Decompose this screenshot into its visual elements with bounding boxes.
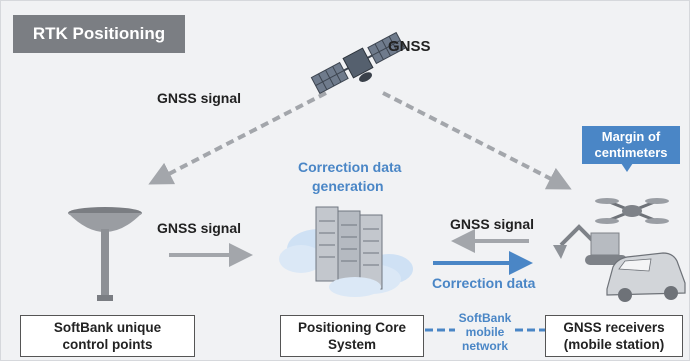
gnss-signal-label-left: GNSS signal (157, 220, 242, 236)
diagram-title: RTK Positioning (13, 15, 185, 53)
margin-callout-line2: centimeters (594, 145, 668, 160)
control-point-antenna-icon (68, 207, 142, 301)
callout-pointer (621, 163, 633, 172)
gnss-signal-arrow-left (148, 91, 327, 185)
correction-data-label: Correction data (432, 275, 536, 291)
car-icon (606, 252, 686, 302)
correction-generation-label-line2: generation (312, 178, 384, 194)
satellite-icon (310, 31, 406, 95)
gnss-signal-label-top: GNSS signal (157, 90, 242, 106)
gnss-signal-label-right: GNSS signal (450, 216, 535, 232)
excavator-icon (553, 224, 627, 265)
drone-icon (595, 198, 669, 224)
core-system-box: Positioning Core System (280, 315, 424, 357)
control-points-line1: SoftBank unique (53, 320, 162, 335)
core-system-line1: Positioning Core (298, 320, 406, 335)
control-points-box: SoftBank unique control points (20, 315, 195, 357)
gnss-satellite-label: GNSS (388, 38, 431, 55)
receivers-line2: (mobile station) (563, 337, 665, 352)
network-label-line3: network (461, 339, 508, 353)
receivers-line1: GNSS receivers (563, 320, 665, 335)
gnss-signal-arrow-right (382, 91, 572, 190)
core-system-line2: System (327, 337, 377, 352)
network-label-line1: SoftBank (458, 311, 512, 325)
correction-generation-label-line1: Correction data (298, 159, 402, 175)
control-points-line2: control points (62, 337, 153, 352)
margin-callout: Margin of centimeters (582, 126, 680, 164)
core-system-icon (279, 206, 413, 297)
receivers-box: GNSS receivers (mobile station) (545, 315, 683, 357)
network-label: SoftBank mobile network (455, 311, 515, 353)
margin-callout-line1: Margin of (601, 129, 661, 144)
network-label-line2: mobile (465, 325, 505, 339)
